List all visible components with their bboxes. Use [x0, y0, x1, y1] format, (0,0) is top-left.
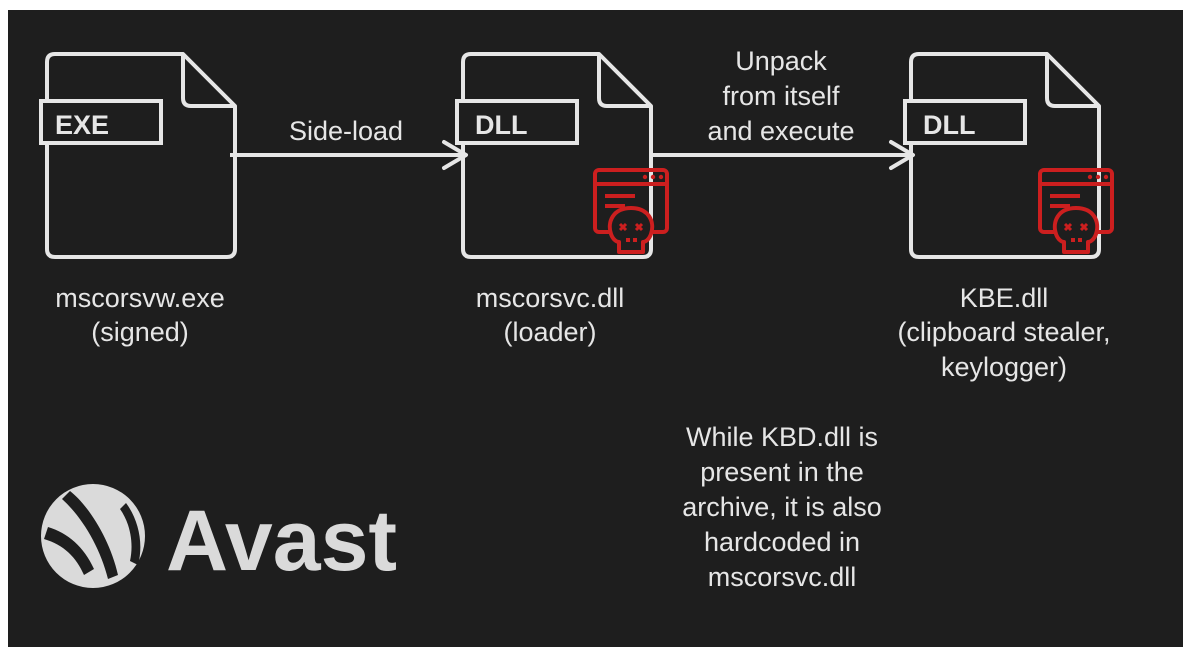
exe-file-node: EXE mscorsvw.exe (signed): [39, 52, 237, 347]
unpack-label-line-2: from itself: [722, 81, 840, 111]
sideload-arrowhead-icon: [442, 140, 468, 170]
malicious-window-skull-icon: [1038, 168, 1114, 254]
exe-file-icon: EXE: [39, 52, 237, 259]
avast-logo-icon: [41, 484, 145, 588]
exe-badge-label: EXE: [55, 110, 109, 140]
payload-filename: KBE.dll: [960, 283, 1049, 313]
dll-file-icon: DLL: [903, 52, 1101, 259]
exe-filename: mscorsvw.exe: [55, 283, 225, 313]
loader-badge-label: DLL: [475, 110, 527, 140]
malicious-window-skull-icon: [593, 168, 669, 254]
exe-detail: (signed): [91, 317, 189, 347]
unpack-label-line-1: Unpack: [735, 46, 827, 76]
loader-dll-node: DLL mscorsvc.dll (loader): [455, 52, 669, 347]
note-line-5: mscorsvc.dll: [708, 562, 857, 592]
avast-logo-wordmark: Avast: [166, 493, 397, 589]
diagram-svg: EXE mscorsvw.exe (signed) Side-load DLL …: [39, 46, 1114, 592]
note-line-2: present in the: [700, 457, 864, 487]
dll-file-icon: DLL: [455, 52, 653, 259]
payload-badge-label: DLL: [923, 110, 975, 140]
loader-detail: (loader): [503, 317, 596, 347]
note-line-4: hardcoded in: [704, 527, 860, 557]
sideload-edge: Side-load: [230, 116, 468, 170]
loader-filename: mscorsvc.dll: [476, 283, 625, 313]
note-line-1: While KBD.dll is: [686, 422, 878, 452]
note-line-3: archive, it is also: [682, 492, 882, 522]
sideload-label: Side-load: [289, 116, 403, 146]
diagram-canvas: EXE mscorsvw.exe (signed) Side-load DLL …: [8, 10, 1183, 647]
avast-logo: Avast: [41, 484, 397, 589]
unpack-label-line-3: and execute: [707, 116, 854, 146]
payload-dll-node: DLL KBE.dll (clipboard stealer, keylogge…: [897, 52, 1114, 382]
unpack-edge: Unpack from itself and execute: [651, 46, 915, 170]
note-text-block: While KBD.dll is present in the archive,…: [682, 422, 882, 592]
payload-detail-line-2: keylogger): [941, 352, 1067, 382]
payload-detail-line-1: (clipboard stealer,: [897, 317, 1110, 347]
